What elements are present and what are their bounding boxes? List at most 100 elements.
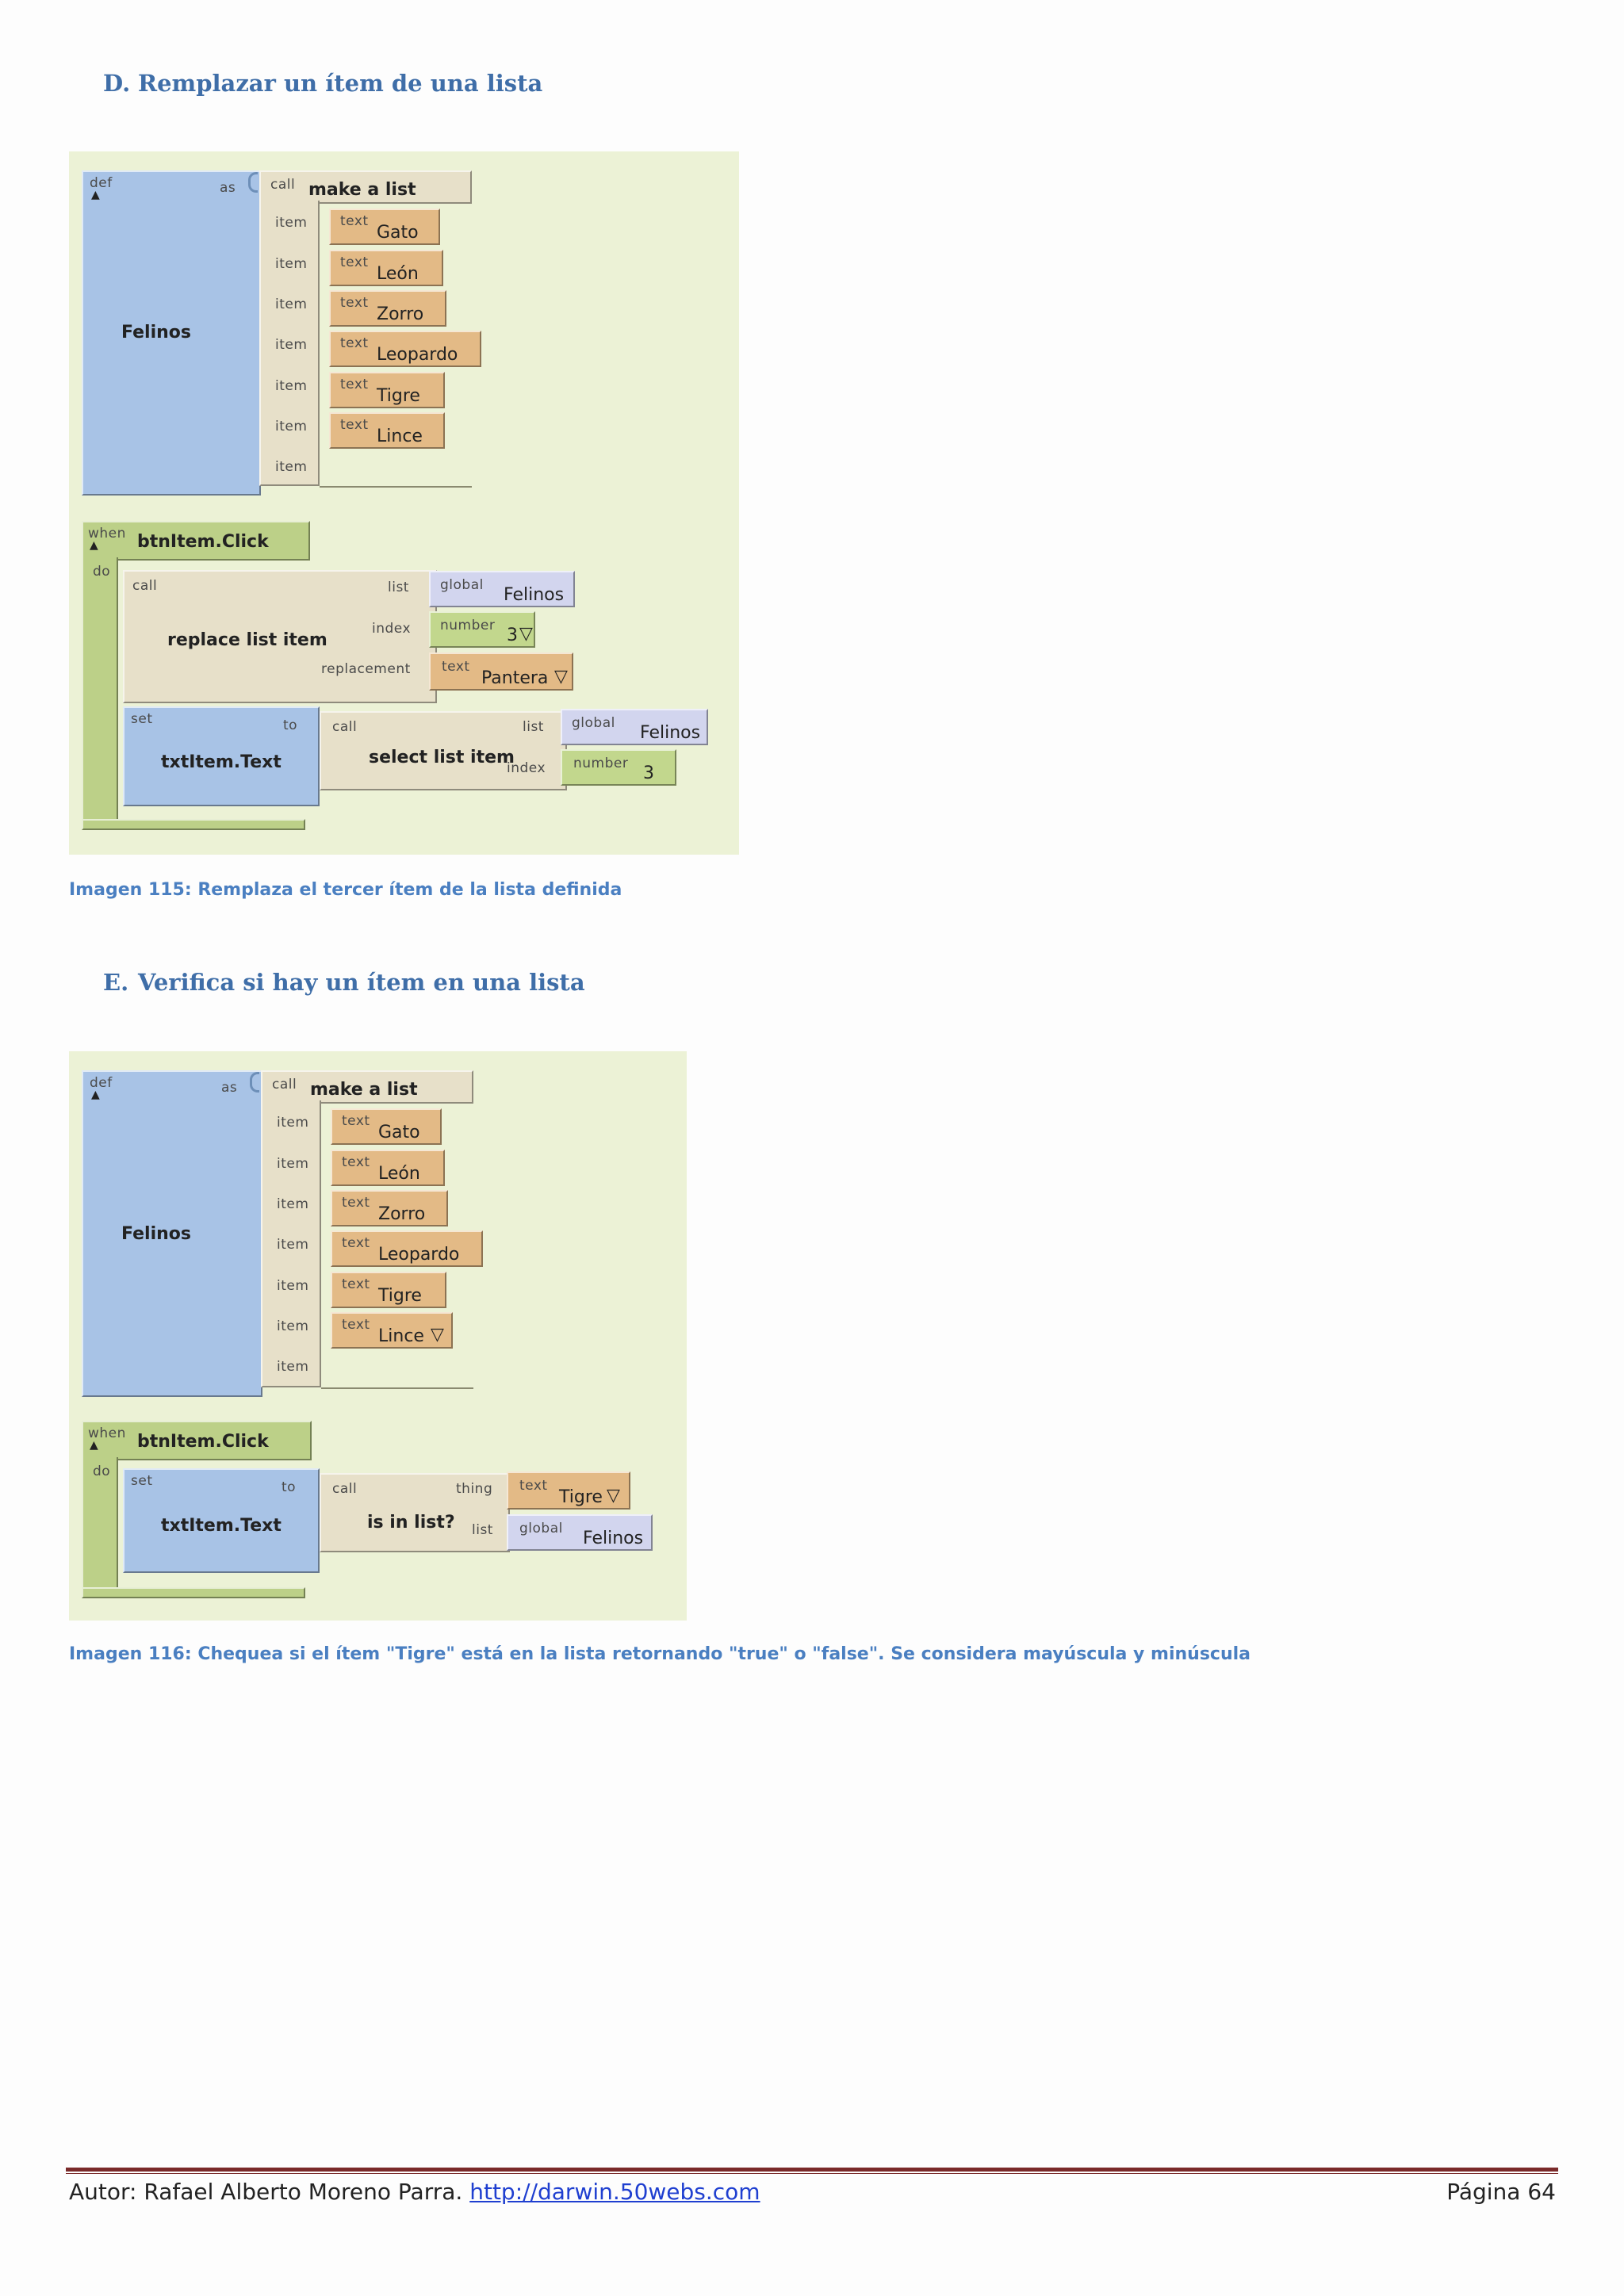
connector-icon [248, 172, 258, 193]
when-bottom [82, 819, 305, 830]
text-block[interactable]: text Pantera ▽ [429, 652, 573, 691]
number-block[interactable]: number 3 ▽ [429, 611, 535, 648]
text-value: Leopardo [377, 345, 458, 365]
text-block[interactable]: text Tigre [331, 1272, 446, 1308]
call-label: call [332, 719, 358, 735]
replacement-label: replacement [321, 661, 411, 677]
text-block[interactable]: text Gato [331, 1108, 442, 1145]
text-value: Lince [378, 1326, 424, 1346]
do-label: do [93, 1464, 111, 1479]
dropdown-arrow-icon[interactable]: ▽ [607, 1486, 620, 1506]
item-label: item [277, 1115, 309, 1131]
author-link[interactable]: http://darwin.50webs.com [469, 2179, 760, 2205]
text-block[interactable]: text Lince ▽ [331, 1312, 453, 1349]
number-label: number [573, 756, 629, 771]
set-block[interactable]: set to txtItem.Text [123, 1468, 320, 1573]
make-list-block[interactable]: call make a list [259, 170, 472, 204]
text-label: text [342, 1195, 370, 1211]
global-label: global [440, 577, 484, 593]
list-label: list [472, 1522, 493, 1538]
def-block[interactable]: def ▲ as Felinos [82, 1070, 262, 1397]
call-label: call [270, 177, 296, 193]
text-block[interactable]: text León [329, 250, 443, 286]
number-block[interactable]: number 3 [561, 749, 676, 786]
when-bottom [82, 1587, 305, 1598]
collapse-triangle-icon[interactable]: ▲ [90, 1439, 98, 1452]
text-label: text [342, 1317, 370, 1333]
global-block[interactable]: global Felinos [507, 1514, 653, 1551]
set-target: txtItem.Text [161, 752, 282, 772]
item-label: item [275, 256, 308, 272]
make-list-sockets: item item item item item item item [261, 1100, 321, 1387]
when-label: when [88, 1425, 126, 1441]
make-list-label: make a list [308, 180, 416, 200]
make-list-block[interactable]: call make a list [261, 1070, 473, 1104]
collapse-triangle-icon[interactable]: ▲ [91, 189, 100, 201]
footer-rule [66, 2168, 1558, 2172]
replace-list-item-block[interactable]: call replace list item list index replac… [123, 570, 437, 703]
item-label: item [275, 419, 308, 434]
section-e-heading: E.Verifica si hay un ítem en una lista [103, 969, 585, 996]
section-d-heading: D.Remplazar un ítem de una lista [103, 70, 542, 97]
replace-label: replace list item [167, 630, 327, 650]
text-label: text [342, 1276, 370, 1292]
footer-rule-thin [66, 2173, 1558, 2174]
number-value: 3 [507, 626, 518, 645]
dropdown-arrow-icon[interactable]: ▽ [519, 624, 533, 644]
item-label: item [275, 378, 308, 394]
text-value: Leopardo [378, 1245, 460, 1265]
text-block[interactable]: text Tigre [329, 372, 445, 408]
text-block[interactable]: text Lince [329, 412, 445, 449]
when-block[interactable]: when ▲ btnItem.Click [82, 1421, 312, 1460]
make-list-bottom [320, 486, 472, 488]
text-block[interactable]: text Leopardo [331, 1230, 483, 1267]
to-label: to [283, 718, 298, 733]
item-label: item [275, 215, 308, 231]
text-value: Tigre [377, 386, 420, 406]
item-label: item [277, 1237, 309, 1253]
set-block[interactable]: set to txtItem.Text [123, 706, 320, 806]
when-block[interactable]: when ▲ btnItem.Click [82, 521, 310, 561]
text-block[interactable]: text Zorro [331, 1190, 448, 1226]
global-block[interactable]: global Felinos [429, 571, 575, 607]
text-label: text [342, 1235, 370, 1251]
text-block[interactable]: text Gato [329, 209, 440, 245]
text-value: Lince [377, 427, 423, 446]
dropdown-arrow-icon[interactable]: ▽ [431, 1325, 444, 1345]
set-label: set [131, 711, 153, 727]
text-value: Pantera [481, 668, 549, 688]
is-in-list-label: is in list? [367, 1513, 455, 1533]
is-in-list-block[interactable]: call is in list? thing list [320, 1473, 510, 1552]
item-label: item [277, 1278, 309, 1294]
text-value: León [378, 1164, 420, 1184]
section-d-title: Remplazar un ítem de una lista [138, 70, 543, 97]
when-label: when [88, 526, 126, 541]
set-target: txtItem.Text [161, 1516, 282, 1536]
item-label: item [275, 297, 308, 312]
text-value: Zorro [378, 1204, 426, 1224]
def-block[interactable]: def ▲ as Felinos [82, 170, 261, 496]
global-block[interactable]: global Felinos [561, 709, 708, 745]
dropdown-arrow-icon[interactable]: ▽ [554, 667, 568, 687]
def-label: def [90, 1075, 113, 1091]
text-label: text [340, 417, 369, 433]
text-block[interactable]: text Zorro [329, 290, 446, 327]
text-block[interactable]: text Leopardo [329, 331, 481, 367]
select-list-item-block[interactable]: call select list item list index [320, 711, 567, 790]
call-label: call [332, 1481, 358, 1497]
make-list-bottom [321, 1387, 473, 1389]
text-value: Zorro [377, 304, 424, 324]
item-label: item [277, 1156, 309, 1172]
number-label: number [440, 618, 496, 633]
item-label: item [277, 1196, 309, 1212]
when-do-rail: do [82, 1457, 118, 1594]
text-block[interactable]: text Tigre ▽ [507, 1471, 630, 1510]
def-label: def [90, 175, 113, 191]
figure-116-blocks: def ▲ as Felinos call make a list item i… [69, 1051, 687, 1621]
as-label: as [220, 180, 236, 196]
text-label: text [340, 377, 369, 392]
collapse-triangle-icon[interactable]: ▲ [90, 539, 98, 552]
collapse-triangle-icon[interactable]: ▲ [91, 1089, 100, 1101]
select-label: select list item [369, 748, 515, 767]
text-block[interactable]: text León [331, 1150, 445, 1186]
